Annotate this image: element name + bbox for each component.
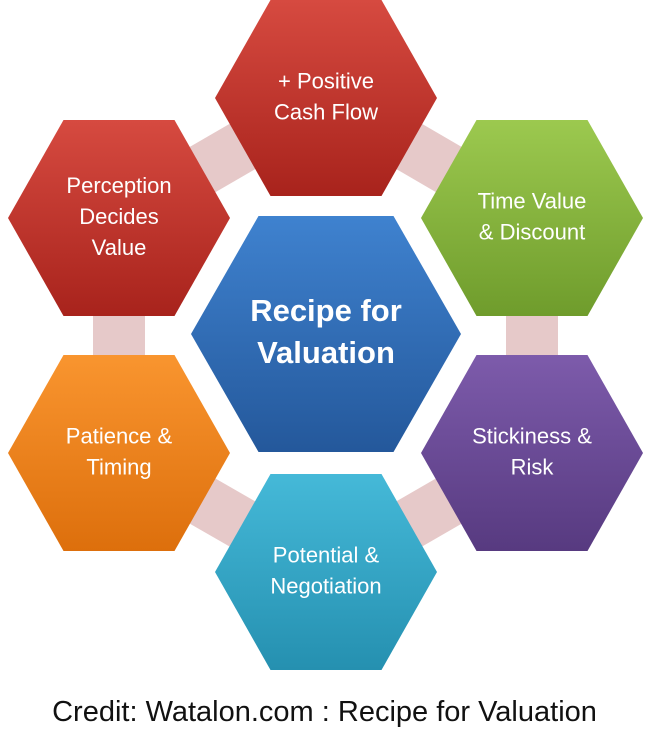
potential-hexagon-shape	[215, 474, 437, 670]
cash-flow-label-line-1: + Positive	[278, 68, 374, 93]
time-value-label-line-2: & Discount	[479, 219, 585, 244]
credit-caption: Credit: Watalon.com : Recipe for Valuati…	[52, 696, 597, 728]
patience-hexagon-shape	[8, 355, 230, 551]
cash-flow-hexagon-shape	[215, 0, 437, 196]
stickiness-label-line-1: Stickiness &	[472, 423, 592, 448]
hexagon-stickiness: Stickiness & Risk	[421, 355, 643, 551]
stickiness-hexagon-shape	[421, 355, 643, 551]
cash-flow-label-line-2: Cash Flow	[274, 99, 378, 124]
potential-label-line-1: Potential &	[273, 542, 380, 567]
hexagon-patience: Patience & Timing	[8, 355, 230, 551]
hexagon-time-value: Time Value & Discount	[421, 120, 643, 316]
center-label-line-2: Valuation	[257, 335, 395, 370]
perception-label-line-1: Perception	[66, 173, 171, 198]
hexagon-potential: Potential & Negotiation	[215, 474, 437, 670]
perception-label-line-3: Value	[92, 235, 147, 260]
center-label-line-1: Recipe for	[250, 293, 402, 328]
patience-label-line-1: Patience &	[66, 423, 173, 448]
perception-label-line-2: Decides	[79, 204, 158, 229]
potential-label-line-2: Negotiation	[270, 573, 381, 598]
center-hexagon-shape	[191, 216, 461, 452]
time-value-label-line-1: Time Value	[478, 188, 587, 213]
perception-hexagon-shape	[8, 120, 230, 316]
patience-label-line-2: Timing	[86, 454, 151, 479]
stickiness-label-line-2: Risk	[511, 454, 555, 479]
time-value-hexagon-shape	[421, 120, 643, 316]
